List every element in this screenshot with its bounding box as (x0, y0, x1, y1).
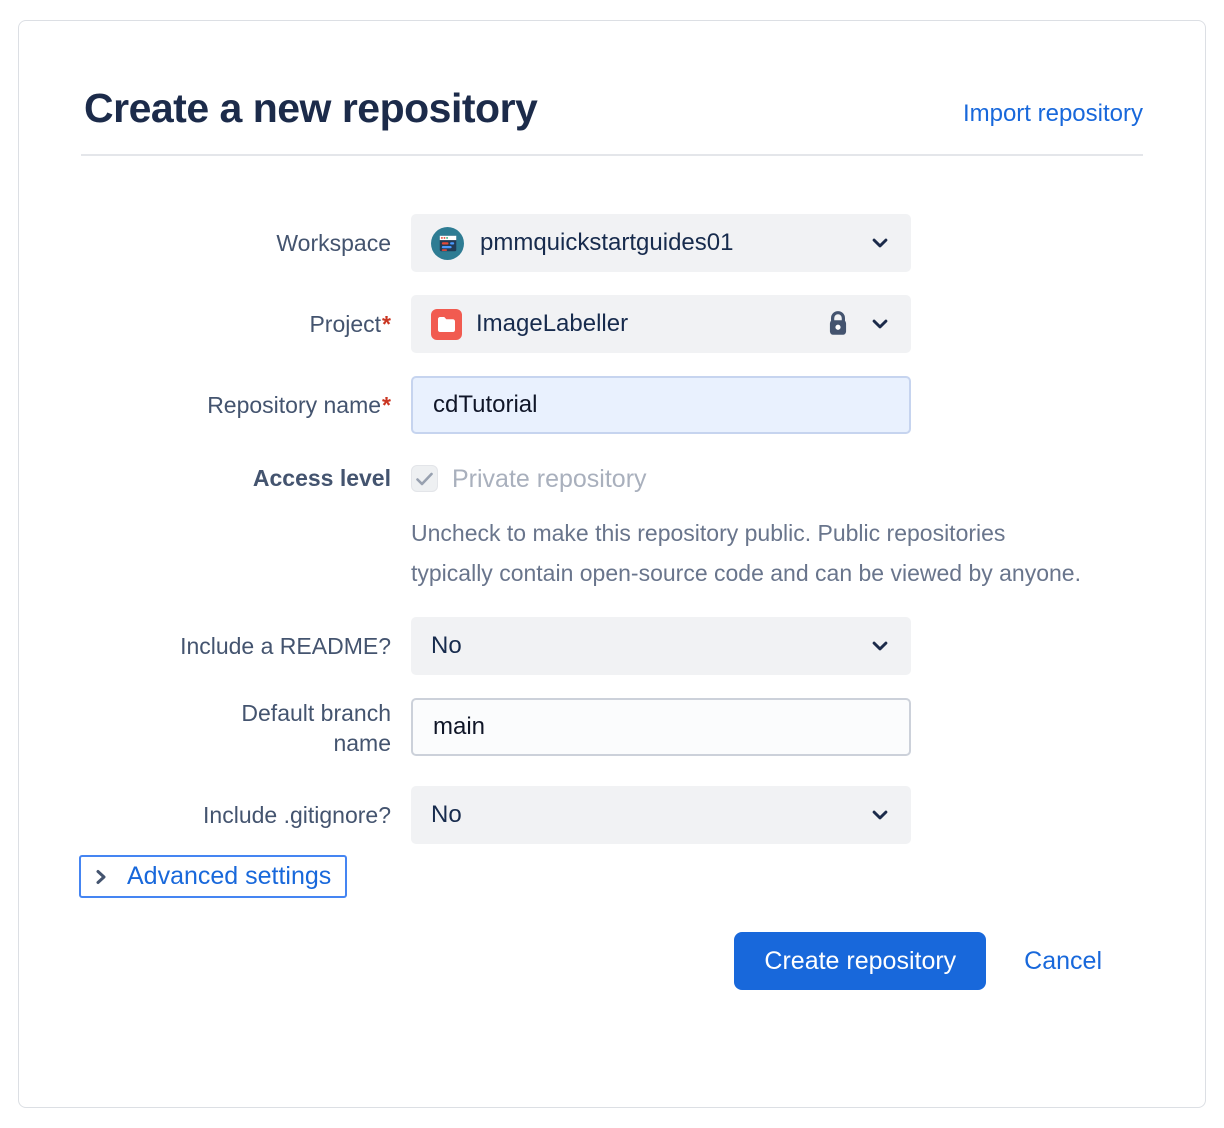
lock-icon (829, 311, 847, 335)
advanced-settings-label: Advanced settings (127, 862, 332, 890)
chevron-right-icon (96, 869, 106, 884)
chevron-down-icon (872, 641, 888, 651)
form-actions: Create repository Cancel (81, 932, 1143, 990)
project-row: Project* ImageLabeller (81, 295, 1143, 353)
access-level-row: Access level Private repository Uncheck … (81, 463, 1143, 593)
required-asterisk: * (382, 311, 391, 337)
create-repository-button[interactable]: Create repository (734, 932, 987, 990)
access-level-description: Uncheck to make this repository public. … (411, 520, 1081, 586)
project-label: Project* (309, 311, 391, 337)
gitignore-value: No (431, 801, 462, 828)
private-repository-checkbox (411, 465, 438, 492)
import-repository-link[interactable]: Import repository (962, 100, 1143, 127)
chevron-down-icon (872, 810, 888, 820)
default-branch-label: Default branch name (241, 700, 391, 756)
readme-select[interactable]: No (411, 617, 911, 675)
project-value: ImageLabeller (476, 310, 629, 337)
create-repository-dialog: Create a new repository Import repositor… (18, 20, 1206, 1108)
repository-name-row: Repository name* (81, 376, 1143, 434)
check-icon (416, 472, 433, 485)
gitignore-label: Include .gitignore? (203, 802, 391, 828)
chevron-down-icon (872, 238, 888, 248)
page-title: Create a new repository (84, 85, 538, 131)
readme-label: Include a README? (180, 633, 391, 659)
required-asterisk: * (382, 392, 391, 418)
access-level-label: Access level (252, 465, 391, 491)
gitignore-select[interactable]: No (411, 786, 911, 844)
readme-value: No (431, 632, 462, 659)
header-divider (81, 154, 1143, 156)
project-select[interactable]: ImageLabeller (411, 295, 911, 353)
default-branch-input[interactable] (411, 698, 911, 756)
gitignore-row: Include .gitignore? No (81, 786, 1143, 844)
cancel-button[interactable]: Cancel (1024, 946, 1102, 975)
workspace-value: pmmquickstartguides01 (480, 229, 734, 256)
repository-name-label: Repository name* (207, 392, 391, 418)
chevron-down-icon (872, 319, 888, 329)
repository-name-input[interactable] (411, 376, 911, 434)
advanced-settings-toggle[interactable]: Advanced settings (79, 855, 348, 898)
private-repository-label: Private repository (452, 465, 647, 493)
create-repository-form: Workspace (79, 214, 1143, 990)
workspace-row: Workspace (81, 214, 1143, 272)
default-branch-row: Default branch name (81, 698, 1143, 758)
workspace-select[interactable]: pmmquickstartguides01 (411, 214, 911, 272)
dialog-header: Create a new repository Import repositor… (81, 85, 1143, 132)
workspace-label: Workspace (276, 230, 391, 256)
readme-row: Include a README? No (81, 617, 1143, 675)
workspace-avatar-icon (431, 226, 464, 260)
project-folder-icon (431, 308, 462, 340)
